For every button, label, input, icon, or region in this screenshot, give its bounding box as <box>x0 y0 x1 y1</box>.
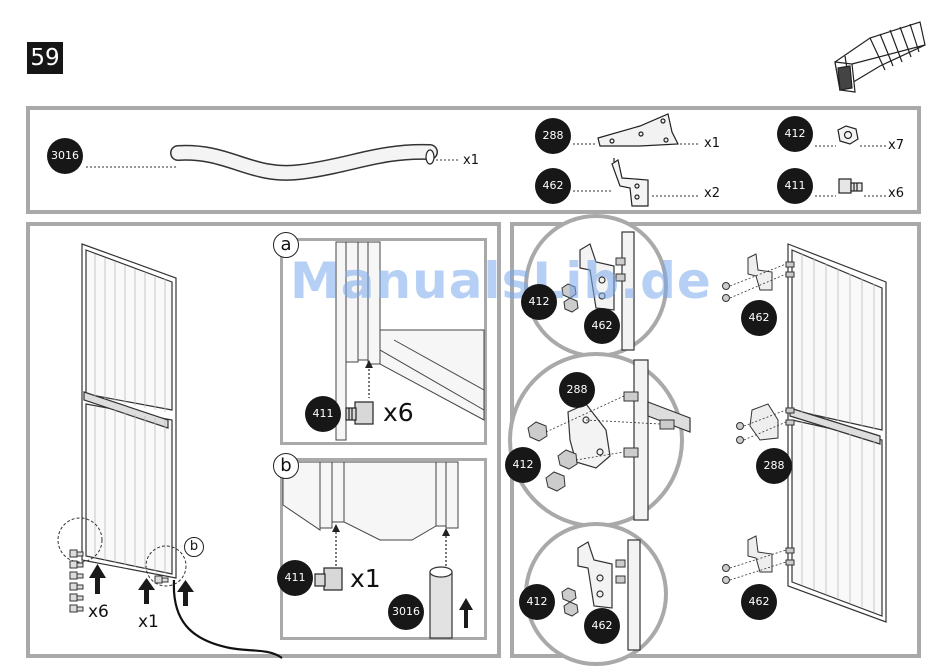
panel-plate-badge: 288 <box>756 448 792 484</box>
top-zoom-nut-badge: 412 <box>521 284 557 320</box>
bottom-zoom-nut-badge: 412 <box>519 584 555 620</box>
panel-bracket-badge-bottom: 462 <box>741 584 777 620</box>
mid-zoom-nut-badge: 412 <box>505 447 541 483</box>
watermark: ManualsLib.de <box>290 252 712 310</box>
bottom-zoom-bracket-badge: 462 <box>584 608 620 644</box>
panel-bracket-badge-top: 462 <box>741 300 777 336</box>
mid-zoom-plate-badge: 288 <box>559 372 595 408</box>
top-zoom-bracket-badge: 462 <box>584 308 620 344</box>
